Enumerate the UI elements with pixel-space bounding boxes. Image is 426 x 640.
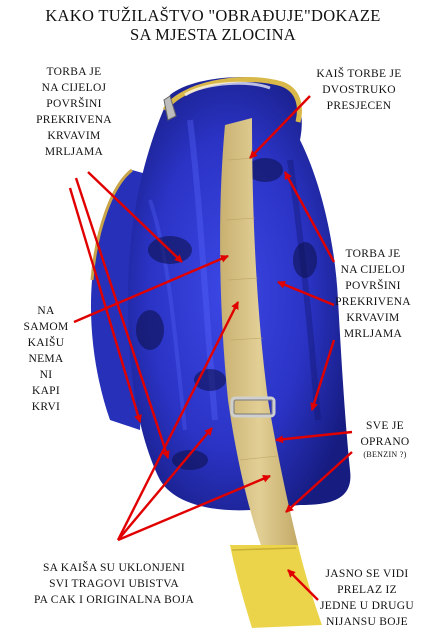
label-line: POVRŠINI (345, 280, 401, 292)
label-line: KRVAVIM (346, 312, 400, 324)
page-title-line1: KAKO TUŽILAŠTVO "OBRAĐUJE"DOKAZE (45, 6, 381, 25)
label-line: PRESJECEN (326, 100, 392, 112)
label-torba-right: TORBA JE NA CIJELOJ POVRŠINI PREKRIVENA … (325, 246, 421, 342)
page-title-line2: SA MJESTA ZLOCINA (129, 25, 297, 44)
label-line: NI (39, 369, 53, 381)
arrows (68, 95, 353, 601)
label-torba-left: TORBA JE NA CIJELOJ POVRŠINI PREKRIVENA … (14, 64, 134, 160)
label-line: SAMOM (23, 321, 69, 333)
label-line: POVRŠINI (46, 98, 102, 110)
label-line: KAIŠ TORBE JE (316, 68, 402, 80)
label-line: KAIŠU (27, 337, 65, 349)
label-line: SA KAIŠA SU UKLONJENI (42, 562, 186, 574)
label-line: NA CIJELOJ (340, 264, 406, 276)
label-line: MRLJAMA (44, 146, 104, 158)
label-line: KRVAVIM (47, 130, 101, 142)
label-line: PREKRIVENA (335, 296, 411, 308)
zipper-rim (162, 76, 302, 123)
label-line: JASNO SE VIDI (325, 568, 409, 580)
label-line: NIJANSU BOJE (326, 616, 408, 628)
strap-yellow-end (230, 545, 322, 628)
label-line: NA CIJELOJ (41, 82, 107, 94)
label-line: TORBA JE (345, 248, 401, 260)
label-line: SVE JE (366, 420, 404, 432)
label-sa-kaisa: SA KAIŠA SU UKLONJENI SVI TRAGOVI UBISTV… (2, 560, 226, 608)
label-benzin: (BENZIN ?) (363, 450, 407, 459)
label-line: SVI TRAGOVI UBISTVA (49, 578, 179, 590)
label-line: OPRANO (360, 436, 410, 448)
strap-buckle (230, 396, 276, 418)
label-line: PA CAK I ORIGINALNA BOJA (33, 594, 195, 606)
label-line: MRLJAMA (343, 328, 403, 340)
label-sve-oprano: SVE JE OPRANO (BENZIN ?) (348, 418, 422, 460)
label-line: JEDNE U DRUGU (320, 600, 414, 612)
label-kais-dvostruko: KAIŠ TORBE JE DVOSTRUKO PRESJECEN (300, 66, 418, 114)
label-line: NA (37, 305, 55, 317)
label-na-samom: NA SAMOM KAIŠU NEMA NI KAPI KRVI (14, 303, 78, 415)
bag-strap (220, 118, 298, 548)
label-line: PRELAZ IZ (337, 584, 397, 596)
label-line: TORBA JE (46, 66, 102, 78)
label-line: KRVI (31, 401, 61, 413)
label-line: NEMA (28, 353, 64, 365)
label-line: KAPI (31, 385, 61, 397)
label-line: PREKRIVENA (36, 114, 112, 126)
zipper-pull (163, 95, 177, 121)
label-line: DVOSTRUKO (322, 84, 396, 96)
label-jasno: JASNO SE VIDI PRELAZ IZ JEDNE U DRUGU NI… (312, 566, 422, 630)
